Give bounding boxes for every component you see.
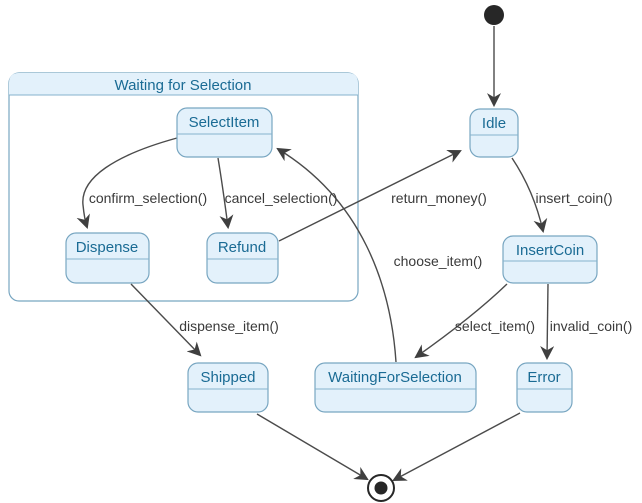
state-label: WaitingForSelection [328, 369, 462, 386]
state-box [187, 362, 269, 413]
state-box [502, 235, 598, 284]
final-state-inner-dot [374, 481, 388, 495]
state-label: Error [527, 369, 560, 386]
state-shipped: Shipped [187, 362, 269, 413]
transition-selectitem-to-refund [217, 157, 234, 230]
state-box [65, 232, 150, 284]
transition-label-confirm-selection: confirm_selection() [89, 190, 207, 206]
state-refund: Refund [206, 232, 279, 284]
state-label: Refund [218, 239, 266, 256]
transition-shipped-to-final [256, 413, 369, 481]
transition-dispense-to-shipped [130, 283, 202, 357]
initial-state-node [484, 5, 504, 25]
state-box [206, 232, 279, 284]
transition-waitingforselection-to-selectitem [276, 147, 397, 363]
state-dispense: Dispense [65, 232, 150, 284]
state-box [176, 107, 273, 158]
state-label: InsertCoin [516, 242, 584, 259]
state-label: Idle [482, 115, 506, 132]
composite-body [8, 72, 359, 302]
transition-insertcoin-to-waitingforselection [414, 283, 508, 359]
transitions [76, 26, 555, 481]
state-waitingforselection: WaitingForSelection [314, 362, 477, 413]
state-idle: Idle [469, 108, 519, 158]
transition-error-to-final [392, 412, 521, 481]
transition-label-choose-item: choose_item() [394, 253, 483, 269]
state-error: Error [516, 362, 573, 413]
state-box [314, 362, 477, 413]
transition-label-insert-coin: insert_coin() [535, 190, 612, 206]
state-box [469, 108, 519, 158]
state-label: SelectItem [189, 114, 260, 131]
transition-refund-to-idle [278, 150, 462, 242]
final-state-node [367, 474, 395, 502]
transition-labels: confirm_selection() cancel_selection() r… [89, 190, 632, 334]
transition-label-return-money: return_money() [391, 190, 487, 206]
state-label: Shipped [200, 369, 255, 386]
transition-label-dispense-item: dispense_item() [179, 318, 279, 334]
state-label: Dispense [76, 239, 139, 256]
transition-label-cancel-selection: cancel_selection() [225, 190, 338, 206]
state-box [516, 362, 573, 413]
transition-insertcoin-to-error [540, 283, 555, 361]
transition-idle-to-insertcoin [511, 157, 548, 234]
transition-label-select-item: select_item() [455, 318, 535, 334]
composite-title: Waiting for Selection [114, 77, 251, 94]
transition-selectitem-to-dispense [76, 137, 178, 229]
composite-title-bar [9, 73, 358, 95]
transition-label-invalid-coin: invalid_coin() [550, 318, 632, 334]
composite-state-waiting-for-selection: Waiting for Selection [8, 72, 359, 302]
state-selectitem: SelectItem [176, 107, 273, 158]
state-insertcoin: InsertCoin [502, 235, 598, 284]
